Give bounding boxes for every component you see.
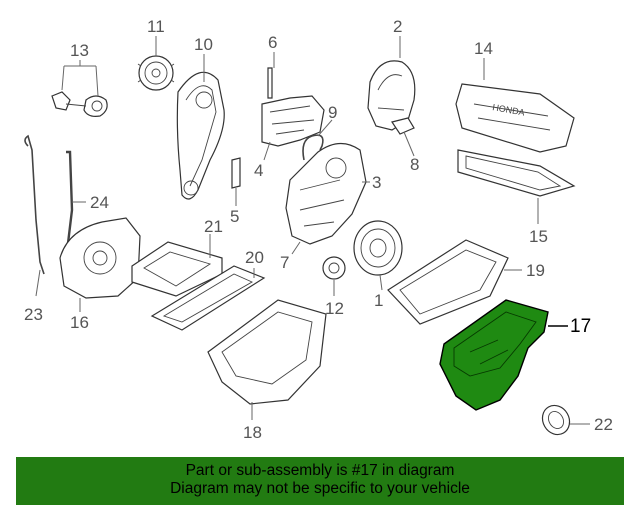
part-4-timing-cover-back[interactable] <box>261 95 325 147</box>
leader-lines <box>35 36 590 425</box>
part-6-bolt[interactable] <box>267 67 273 99</box>
part-18-upper-oil-pan[interactable] <box>207 299 327 405</box>
part-10-timing-belt[interactable] <box>176 71 225 200</box>
callout-17-highlighted[interactable]: 17 <box>570 316 591 337</box>
part-23-dipstick[interactable] <box>24 134 45 275</box>
callout-2[interactable]: 2 <box>393 17 402 36</box>
callout-21[interactable]: 21 <box>204 217 223 236</box>
part-3-lower-timing-cover[interactable] <box>285 142 367 245</box>
part-8-bracket[interactable] <box>391 117 415 135</box>
callout-3[interactable]: 3 <box>372 173 381 192</box>
callout-19[interactable]: 19 <box>526 261 545 280</box>
part-22-oil-filter[interactable] <box>537 401 575 440</box>
part-11-cam-pulley[interactable] <box>137 55 175 91</box>
part-15-valve-cover-gasket[interactable] <box>457 149 576 197</box>
callout-20[interactable]: 20 <box>245 248 264 267</box>
banner-line-disclaimer: Diagram may not be specific to your vehi… <box>170 480 470 497</box>
banner-line-part: Part or sub-assembly is #17 in diagram <box>185 462 455 479</box>
part-17-oil-pan-highlighted[interactable] <box>439 299 549 411</box>
part-20-oil-pan-gasket[interactable] <box>150 265 266 331</box>
callout-12[interactable]: 12 <box>325 299 344 318</box>
part-1-crank-pulley[interactable] <box>353 220 403 276</box>
callout-10[interactable]: 10 <box>194 35 213 54</box>
callout-23[interactable]: 23 <box>24 305 43 324</box>
callout-15[interactable]: 15 <box>529 227 548 246</box>
parts-diagram: HONDA <box>24 17 613 442</box>
callout-1[interactable]: 1 <box>374 291 383 310</box>
callout-9[interactable]: 9 <box>328 103 337 122</box>
part-5-sensor[interactable] <box>231 157 241 189</box>
part-16-oil-pump[interactable] <box>59 217 141 299</box>
info-banner: Part or sub-assembly is #17 in diagram D… <box>16 457 624 505</box>
part-9-clip[interactable] <box>302 134 324 161</box>
callout-18[interactable]: 18 <box>243 423 262 442</box>
callout-16[interactable]: 16 <box>70 313 89 332</box>
part-12-crank-gear[interactable] <box>322 256 346 280</box>
callout-24[interactable]: 24 <box>90 193 109 212</box>
callout-11[interactable]: 11 <box>147 17 165 36</box>
callout-22[interactable]: 22 <box>594 415 613 434</box>
part-13-thermostat-housing[interactable] <box>51 91 108 117</box>
part-2-upper-timing-cover[interactable] <box>367 60 416 131</box>
callout-13[interactable]: 13 <box>70 41 89 60</box>
part-19-oil-pan-gasket[interactable] <box>387 239 509 325</box>
callout-4[interactable]: 4 <box>254 161 263 180</box>
callout-5[interactable]: 5 <box>230 207 239 226</box>
callout-6[interactable]: 6 <box>268 33 277 52</box>
callout-14[interactable]: 14 <box>474 39 493 58</box>
callout-8[interactable]: 8 <box>410 155 419 174</box>
callout-7[interactable]: 7 <box>280 253 289 272</box>
callout-labels: 11 10 13 6 2 14 9 4 8 3 5 7 15 24 21 20 … <box>24 17 613 442</box>
part-14-valve-cover[interactable]: HONDA <box>455 83 575 153</box>
